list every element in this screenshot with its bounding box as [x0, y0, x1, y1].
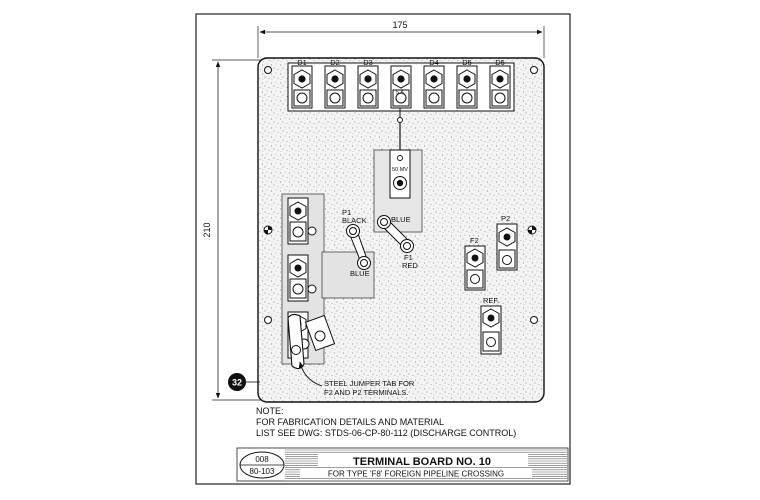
label-ref: REF.: [483, 296, 499, 305]
terminal-p2: [496, 223, 518, 271]
terminal-f2: [464, 245, 486, 291]
mounting-holes: [264, 66, 538, 324]
top-terminal-d5: D5: [489, 58, 511, 109]
top-terminal-label: D5: [462, 58, 472, 67]
height-dimension-label: 210: [202, 222, 212, 237]
callout-line-1: STEEL JUMPER TAB FOR: [324, 379, 415, 388]
label-blue-lower: BLUE: [350, 269, 370, 278]
drawing-title: TERMINAL BOARD NO. 10: [353, 456, 491, 468]
sheet-number-top: 008: [255, 455, 269, 464]
note-line-2: LIST SEE DWG: STDS-06-CP-80-112 (DISCHAR…: [256, 428, 516, 438]
top-terminal-label: D1: [297, 58, 307, 67]
cross-marks: [263, 225, 537, 235]
sheet-number-bottom: 80-103: [250, 467, 275, 476]
shunt-mv-label: 50 MV: [392, 167, 408, 173]
callout-line-2: F2 AND P2 TERMINALS.: [324, 388, 408, 397]
top-terminal-d1: D1: [291, 58, 313, 109]
jumper-link-f1: [377, 215, 414, 253]
label-blue-upper: BLUE: [391, 215, 411, 224]
top-terminal-d4: D4: [423, 58, 445, 109]
top-terminal-d3: D3: [357, 58, 379, 109]
top-terminal-label: D5: [495, 58, 505, 67]
title-block: 008 80-103 TERMINAL BOARD NO. 10 FOR TYP…: [236, 447, 569, 482]
top-terminals: D1 D2 D3 D4 D5 D5: [291, 58, 511, 109]
label-f1-color: RED: [402, 261, 418, 270]
top-terminal-label: D4: [429, 58, 439, 67]
note-heading: NOTE:: [256, 406, 284, 416]
callout-32: 32 STEEL JUMPER TAB FOR F2 AND P2 TERMIN…: [228, 361, 415, 397]
label-p2: P2: [501, 214, 510, 223]
terminal-ref: [480, 305, 502, 355]
top-terminal-label: D3: [363, 58, 373, 67]
top-terminal-shunt: [390, 65, 412, 109]
width-dimension: 175: [257, 20, 545, 58]
top-terminal-d2: D2: [324, 58, 346, 109]
label-p1: P1: [342, 208, 351, 217]
label-p1-color: BLACK: [342, 216, 367, 225]
height-dimension: 210: [202, 59, 262, 401]
jumper-link-p1: [346, 224, 371, 270]
steel-jumper-tab: [287, 313, 305, 370]
shunt-amp-label: 5 A: [396, 90, 404, 96]
top-terminal-d5: D5: [456, 58, 478, 109]
top-terminal-label: D2: [330, 58, 340, 67]
width-dimension-label: 175: [392, 20, 407, 30]
left-terminal-middle: [287, 254, 317, 302]
callout-number: 32: [232, 378, 242, 388]
note-line-1: FOR FABRICATION DETAILS AND MATERIAL: [256, 417, 444, 427]
label-f2: F2: [470, 236, 479, 245]
drawing-subtitle: FOR TYPE 'F8' FOREIGN PIPELINE CROSSING: [328, 470, 504, 479]
label-f1: F1: [404, 253, 413, 262]
left-terminal-upper: [287, 197, 317, 245]
